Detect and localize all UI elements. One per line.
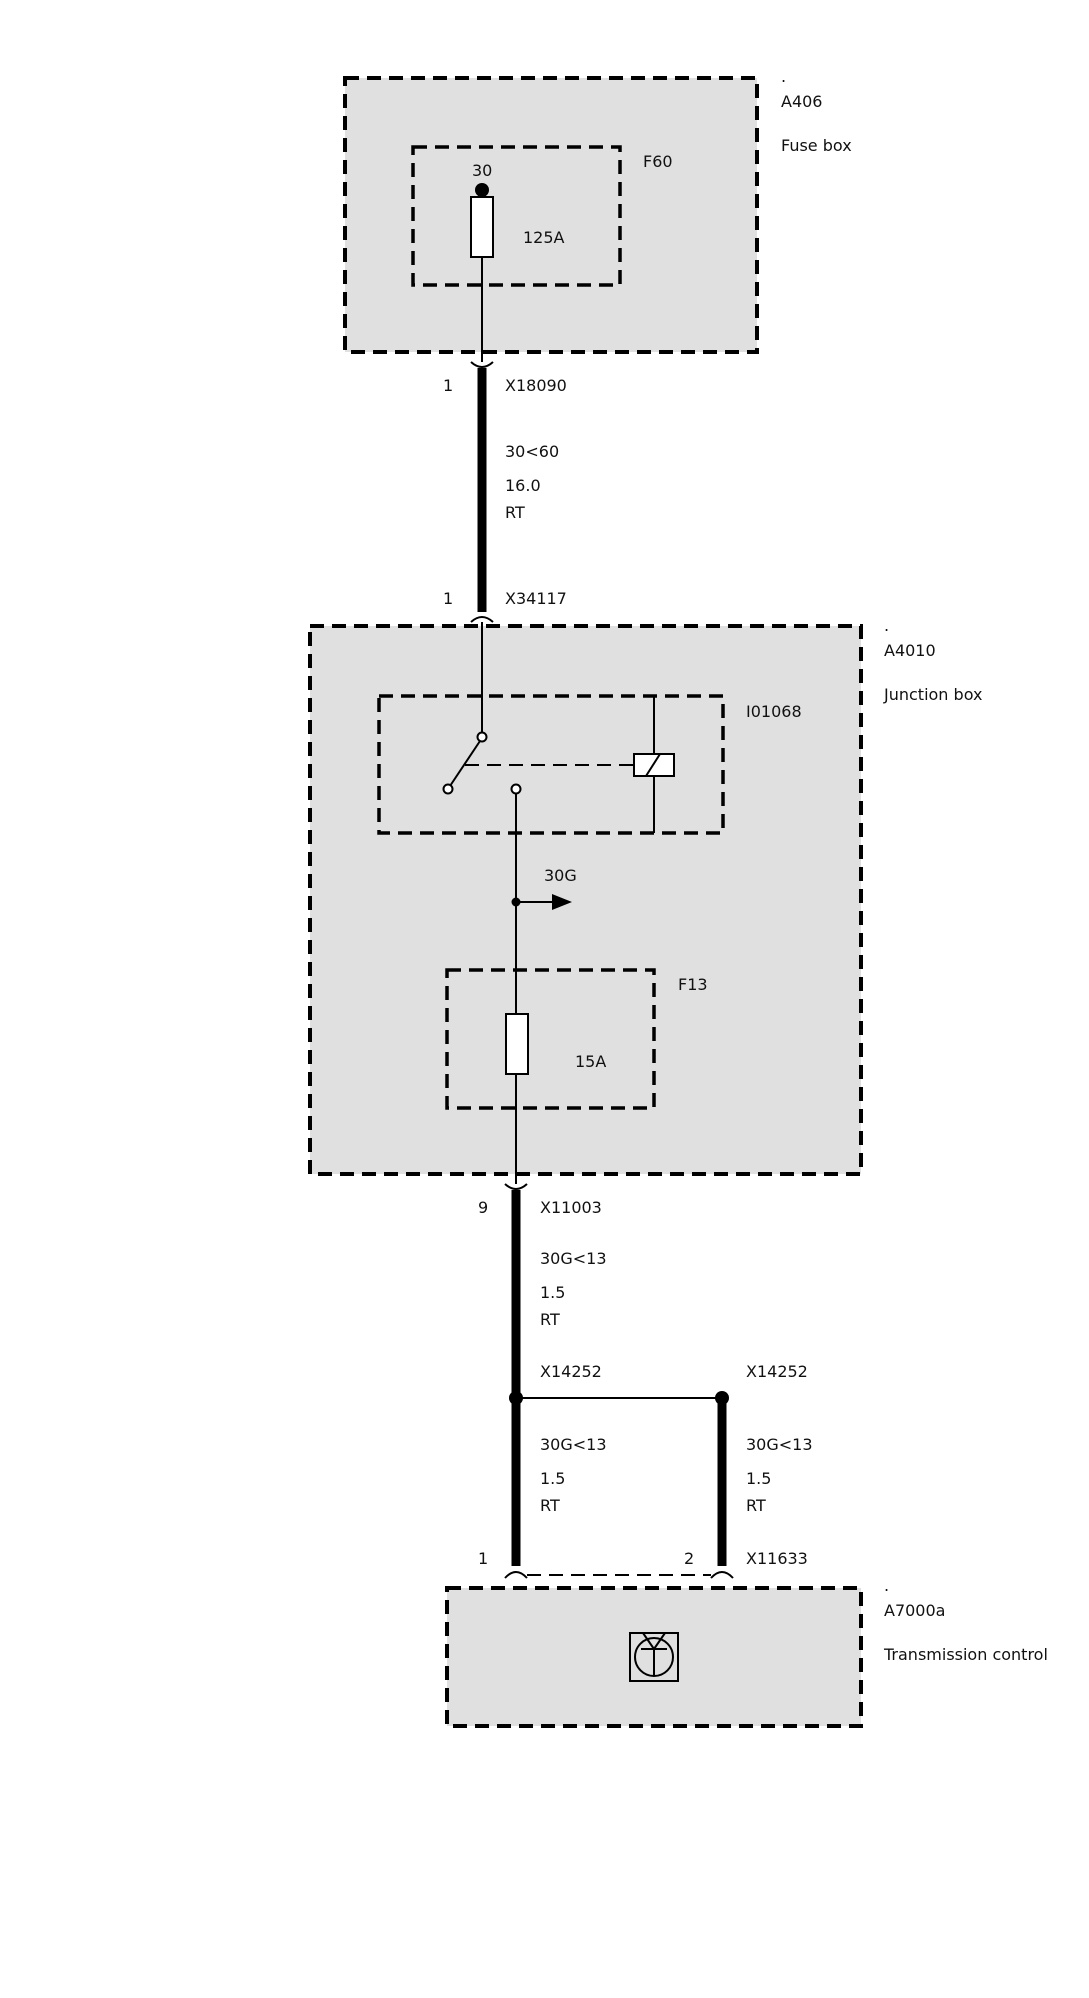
wire-1-gauge: 16.0 <box>505 476 541 495</box>
connector-x18090-cup <box>470 361 494 368</box>
splice-x14252 <box>509 1391 729 1405</box>
transmission-control-pin-1: 1 <box>478 1549 488 1568</box>
branch-30g-arrow <box>552 894 572 910</box>
wire-4-circuit: 30G<13 <box>746 1435 813 1454</box>
wire-1-bottom-pin: 1 <box>443 589 453 608</box>
relay-i01068-id: I01068 <box>746 702 802 721</box>
fuse-f13-id: F13 <box>678 975 708 994</box>
transmission-control-connector: X11633 <box>746 1549 808 1568</box>
splice-right-label: X14252 <box>746 1362 808 1381</box>
wire-4-gauge: 1.5 <box>746 1469 771 1488</box>
fuse-f60-id: F60 <box>643 152 673 171</box>
wire-2-connector: X11003 <box>540 1198 602 1217</box>
wire-4-color: RT <box>746 1496 766 1515</box>
branch-30g-label: 30G <box>544 866 577 885</box>
connector-x11003-cup <box>504 1183 528 1190</box>
wire-2-color: RT <box>540 1310 560 1329</box>
junction-box-name: Junction box <box>883 685 982 704</box>
fuse-f60-rating: 125A <box>523 228 565 247</box>
junction-box-module <box>308 622 863 1184</box>
transmission-control-module <box>445 1586 863 1728</box>
fuse-box-name: Fuse box <box>781 136 852 155</box>
relay-contact-left <box>442 783 454 795</box>
wire-3-circuit: 30G<13 <box>540 1435 607 1454</box>
relay-contact-output <box>510 783 522 795</box>
fuse-f13-outline <box>445 968 656 1110</box>
wire-2 <box>504 1183 528 1398</box>
junction-box-outline <box>308 624 863 1176</box>
fuse-f13-symbol <box>505 1013 529 1075</box>
splice-left-label: X14252 <box>540 1362 602 1381</box>
wire-2-circuit: 30G<13 <box>540 1249 607 1268</box>
fuse-box-module <box>343 76 759 362</box>
wire-1-circuit: 30<60 <box>505 442 559 461</box>
fuse-f60-outline <box>411 145 622 287</box>
wire-3-color: RT <box>540 1496 560 1515</box>
wire-3 <box>504 1398 528 1579</box>
transmission-control-id: A7000a <box>884 1601 945 1620</box>
wire-3-gauge: 1.5 <box>540 1469 565 1488</box>
transmission-control-pin-2: 2 <box>684 1549 694 1568</box>
wire-1-top-connector: X18090 <box>505 376 567 395</box>
junction-box-dot: . <box>884 616 889 635</box>
fuse-f60-symbol <box>470 196 494 258</box>
transistor-icon <box>629 1632 679 1682</box>
fuse-box-dot: . <box>781 67 786 86</box>
wire-4 <box>710 1398 734 1579</box>
fuse-box-id: A406 <box>781 92 822 111</box>
transmission-control-name: Transmission control <box>883 1645 1048 1664</box>
relay-contact-top <box>476 731 488 743</box>
junction-box-id: A4010 <box>884 641 936 660</box>
connector-x34117-cup <box>470 616 494 623</box>
connector-x11633-pin1-cup <box>504 1571 528 1579</box>
wire-1-color: RT <box>505 503 525 522</box>
wire-1-top-pin: 1 <box>443 376 453 395</box>
fuse-f13-rating: 15A <box>575 1052 606 1071</box>
wire-2-pin: 9 <box>478 1198 488 1217</box>
connector-x11633-pin2-cup <box>710 1571 734 1579</box>
terminal-30-label: 30 <box>472 161 492 180</box>
relay-coil-diagonal <box>645 753 661 777</box>
wire-1 <box>470 361 494 623</box>
wire-2-gauge: 1.5 <box>540 1283 565 1302</box>
transmission-control-dot: . <box>884 1576 889 1595</box>
relay-switch-arm <box>449 740 481 787</box>
wire-1-bottom-connector: X34117 <box>505 589 567 608</box>
fuse-box-outline <box>343 76 759 354</box>
relay-i01068-outline <box>377 694 725 835</box>
